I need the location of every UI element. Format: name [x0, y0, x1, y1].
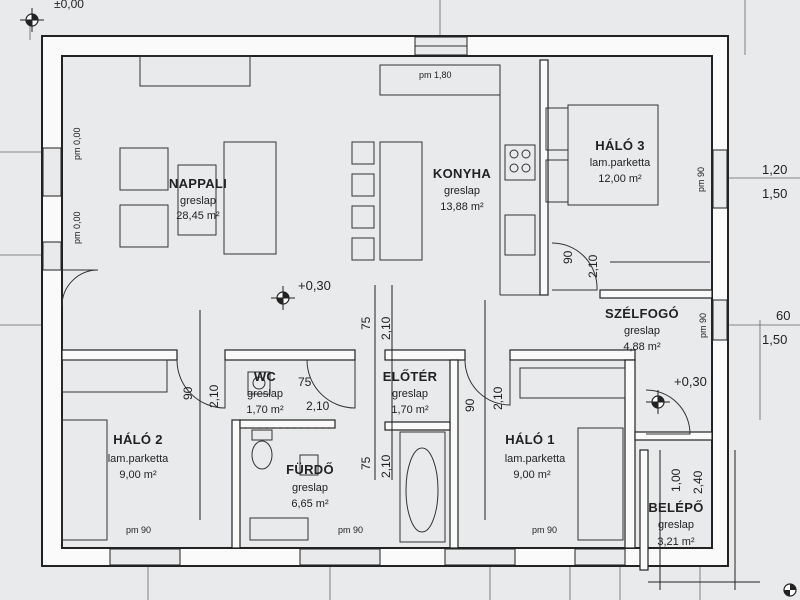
dim-90-halo1: 90 [463, 398, 477, 412]
furniture [61, 55, 710, 543]
dim-75-furdo: 75 [359, 456, 373, 470]
room-area: 1,70 m² [246, 404, 284, 416]
room-name: SZÉLFOGÓ [605, 306, 679, 321]
dim-pm180: pm 1,80 [419, 70, 452, 80]
dim-100-belepo: 1,00 [669, 468, 683, 492]
room-area: 3,21 m² [657, 536, 695, 548]
room-furdo: FÜRDŐ greslap 6,65 m² [286, 462, 334, 510]
interior-walls [61, 59, 713, 571]
room-floor: greslap [180, 195, 216, 207]
level-plus-030-entrance: +0,30 [674, 374, 707, 389]
room-name: BELÉPŐ [648, 500, 703, 515]
exterior-wall [41, 35, 729, 567]
room-halo1: HÁLÓ 1 lam.parketta 9,00 m² [505, 432, 566, 481]
room-name: HÁLÓ 2 [113, 432, 162, 447]
level-marker-center [271, 286, 295, 310]
dim-75-wc: 75 [298, 375, 312, 389]
room-belepo: BELÉPŐ greslap 3,21 m² [648, 500, 703, 548]
room-name: WC [254, 369, 277, 384]
dim-pm90-furdo: pm 90 [338, 525, 363, 535]
room-area: 6,65 m² [291, 498, 329, 510]
dim-90-halo3: 90 [561, 250, 575, 264]
level-plus-030-center: +0,30 [298, 278, 331, 293]
dim-pm00-b: pm 0,00 [72, 211, 82, 244]
room-name: KONYHA [433, 166, 491, 181]
room-floor: lam.parketta [590, 157, 651, 169]
room-name: FÜRDŐ [286, 462, 334, 477]
dim-210-halo3: 2,10 [586, 254, 600, 278]
room-floor: greslap [624, 325, 660, 337]
level-top-left: ±0,00 [54, 0, 84, 11]
room-floor: greslap [444, 185, 480, 197]
room-area: 9,00 m² [513, 469, 551, 481]
room-wc: WC greslap 1,70 m² [246, 369, 284, 416]
room-area: 12,00 m² [598, 173, 642, 185]
dim-pm90-szelfogo: pm 90 [698, 313, 708, 338]
dim-pm90-halo3: pm 90 [696, 167, 706, 192]
level-marker-bottom-right [783, 583, 797, 597]
dim-210-eloter: 2,10 [379, 316, 393, 340]
room-szelfogo: SZÉLFOGÓ greslap 4,88 m² [605, 306, 679, 353]
dim-210-furdo: 2,10 [379, 454, 393, 478]
room-konyha: KONYHA greslap 13,88 m² [433, 166, 491, 213]
dim-210-wc: 2,10 [306, 399, 330, 413]
room-area: 1,70 m² [391, 404, 429, 416]
dim-150-b: 1,50 [762, 332, 787, 347]
room-name: HÁLÓ 3 [595, 138, 644, 153]
room-name: HÁLÓ 1 [505, 432, 554, 447]
doors [61, 242, 691, 435]
dim-120: 1,20 [762, 162, 787, 177]
room-floor: greslap [247, 388, 283, 400]
room-floor: greslap [658, 519, 694, 531]
level-marker-entrance [646, 390, 670, 414]
room-halo2: HÁLÓ 2 lam.parketta 9,00 m² [108, 432, 169, 481]
room-nappali: NAPPALI greslap 28,45 m² [169, 176, 227, 222]
windows [42, 36, 728, 566]
dim-pm90-halo2: pm 90 [126, 525, 151, 535]
dim-240-belepo: 2,40 [691, 470, 705, 494]
room-eloter: ELŐTÉR greslap 1,70 m² [383, 369, 438, 416]
dim-75-eloter: 75 [359, 316, 373, 330]
room-floor: greslap [392, 388, 428, 400]
dimension-lines [199, 285, 760, 590]
dim-pm90-halo1: pm 90 [532, 525, 557, 535]
room-name: NAPPALI [169, 176, 227, 191]
dim-90-halo2: 90 [181, 386, 195, 400]
room-name: ELŐTÉR [383, 369, 438, 384]
room-area: 9,00 m² [119, 469, 157, 481]
room-floor: lam.parketta [505, 453, 566, 465]
room-floor: lam.parketta [108, 453, 169, 465]
room-area: 28,45 m² [176, 210, 220, 222]
room-area: 4,88 m² [623, 341, 661, 353]
room-floor: greslap [292, 482, 328, 494]
room-area: 13,88 m² [440, 201, 484, 213]
room-halo3: HÁLÓ 3 lam.parketta 12,00 m² [590, 138, 651, 185]
dim-210-halo2: 2,10 [207, 384, 221, 408]
dim-210-halo1: 2,10 [491, 386, 505, 410]
level-marker-top-left [20, 8, 44, 32]
dim-pm00-a: pm 0,00 [72, 127, 82, 160]
dim-150-a: 1,50 [762, 186, 787, 201]
dim-60: 60 [776, 308, 790, 323]
